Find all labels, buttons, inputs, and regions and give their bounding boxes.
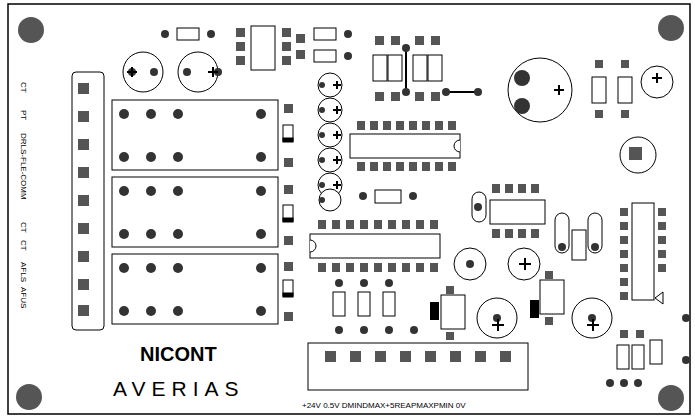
terminal-label: PT (19, 110, 27, 120)
terminal-label: AFLS (19, 262, 27, 282)
board-name: NICONT (140, 344, 217, 364)
terminal-label: CT (19, 82, 27, 93)
terminal-label: CT (19, 240, 27, 251)
terminal-label: AFUS (19, 287, 27, 308)
terminal-label: DRLS-FLE-COMM (19, 133, 27, 200)
board-subtitle: AVERIAS (113, 378, 244, 399)
terminal-label: CT (19, 222, 27, 233)
connector-pin-labels: +24V 0.5V DMINDMAX+5REAPMAXPMIN 0V (302, 402, 466, 410)
